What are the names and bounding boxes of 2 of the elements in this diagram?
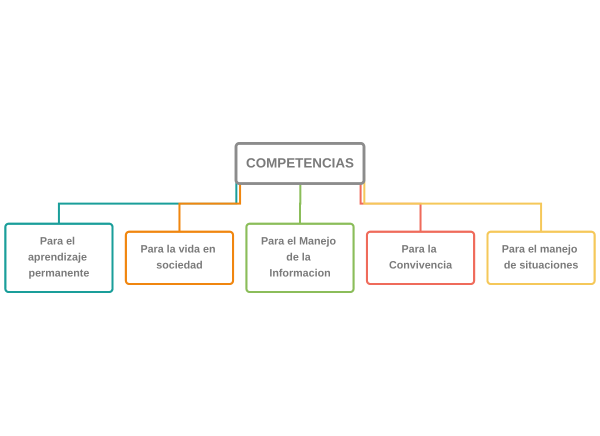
connector (299, 184, 302, 226)
connector (178, 184, 242, 234)
